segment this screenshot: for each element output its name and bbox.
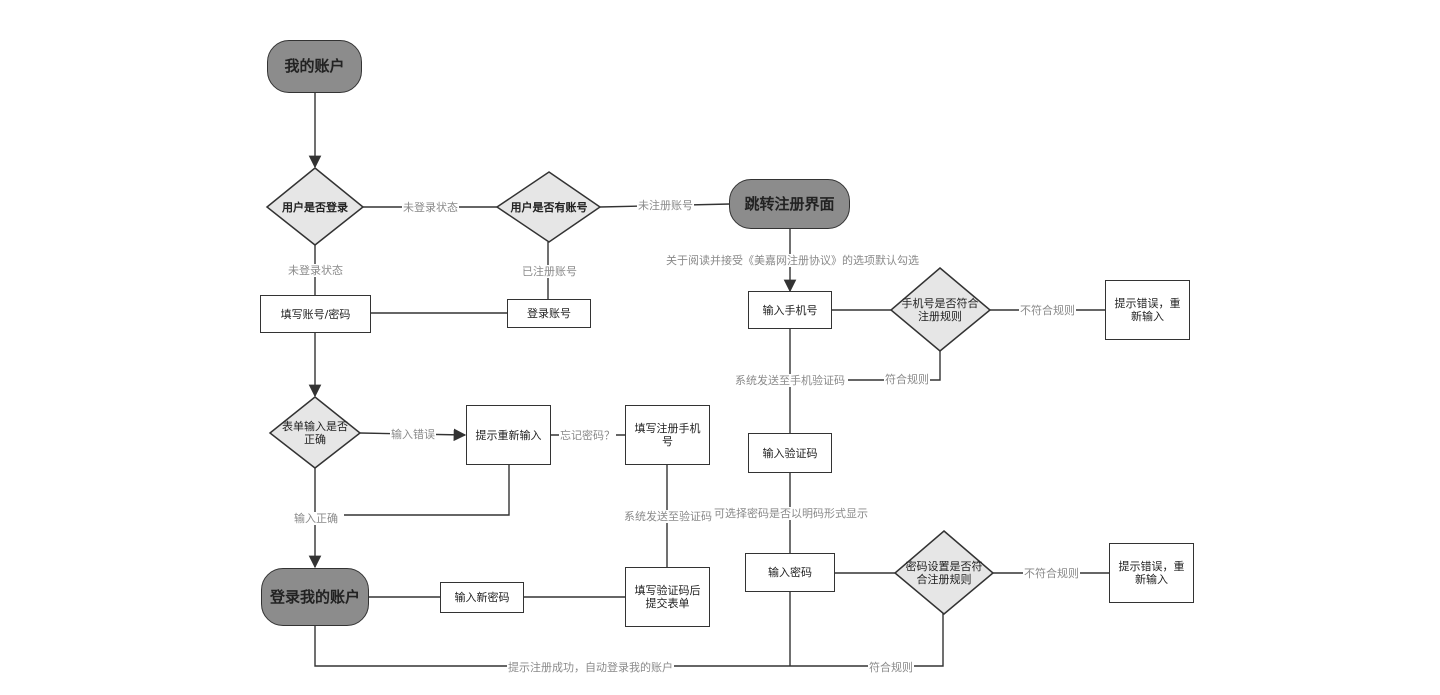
edge-label-phone-invalid: 不符合规则	[1019, 304, 1076, 317]
edge-reenter-back	[344, 465, 510, 516]
node-error-reenter-2: 提示错误，重新输入	[1109, 543, 1194, 603]
decision-phone-valid	[889, 267, 992, 352]
edge-label-pwd-ok: 符合规则	[868, 661, 914, 674]
edge-label-phone-ok: 符合规则	[884, 373, 930, 386]
node-my-account: 我的账户	[267, 40, 362, 93]
node-prompt-reenter: 提示重新输入	[466, 405, 551, 465]
decision-has-account-label: 用户是否有账号	[510, 200, 588, 214]
decision-is-logged-in	[265, 167, 365, 246]
node-error-reenter-1: 提示错误，重新输入	[1105, 280, 1190, 340]
decision-is-logged-in-label: 用户是否登录	[282, 200, 348, 214]
edge-label-sys-send-code: 系统发送至验证码	[623, 510, 713, 523]
node-login-my-account: 登录我的账户	[261, 568, 369, 626]
node-input-new-pwd: 输入新密码	[440, 582, 524, 613]
edge-label-not-logged-1: 未登录状态	[402, 201, 459, 214]
node-login-account: 登录账号	[507, 299, 591, 328]
decision-form-correct	[268, 396, 362, 469]
node-fill-reg-phone: 填写注册手机号	[625, 405, 710, 465]
decision-pwd-valid-label: 密码设置是否符合注册规则	[905, 560, 983, 586]
edge-label-not-logged-2: 未登录状态	[287, 264, 344, 277]
edge-label-pwd-visible-option: 可选择密码是否以明码形式显示	[713, 507, 869, 520]
node-goto-register: 跳转注册界面	[729, 179, 850, 229]
edge-label-register-success: 提示注册成功，自动登录我的账户	[507, 661, 674, 674]
node-input-code: 输入验证码	[748, 433, 832, 473]
edge-phone-ok	[848, 351, 941, 381]
edge-label-agreement: 关于阅读并接受《美嘉网注册协议》的选项默认勾选	[665, 254, 920, 267]
edge-label-input-correct: 输入正确	[293, 512, 339, 525]
edge-label-forgot-pwd: 忘记密码？	[559, 429, 616, 442]
edge-label-pwd-invalid: 不符合规则	[1023, 567, 1080, 580]
edge-label-sys-send-phone-code: 系统发送至手机验证码	[734, 374, 846, 387]
decision-has-account	[495, 171, 602, 243]
decision-pwd-valid	[893, 530, 995, 615]
decision-form-correct-label: 表单输入是否正确	[282, 420, 348, 446]
node-fill-account-pwd: 填写账号/密码	[260, 295, 371, 333]
edge-label-input-error: 输入错误	[390, 428, 436, 441]
node-fill-code-submit: 填写验证码后提交表单	[625, 567, 710, 627]
node-input-phone: 输入手机号	[748, 291, 832, 329]
edge-register-success	[314, 626, 790, 667]
edge-label-not-registered: 未注册账号	[637, 199, 694, 212]
decision-phone-valid-label: 手机号是否符合注册规则	[901, 297, 979, 323]
edge-label-registered: 已注册账号	[521, 265, 578, 278]
edge-pwd-ok	[790, 613, 944, 667]
node-input-pwd: 输入密码	[745, 553, 835, 592]
